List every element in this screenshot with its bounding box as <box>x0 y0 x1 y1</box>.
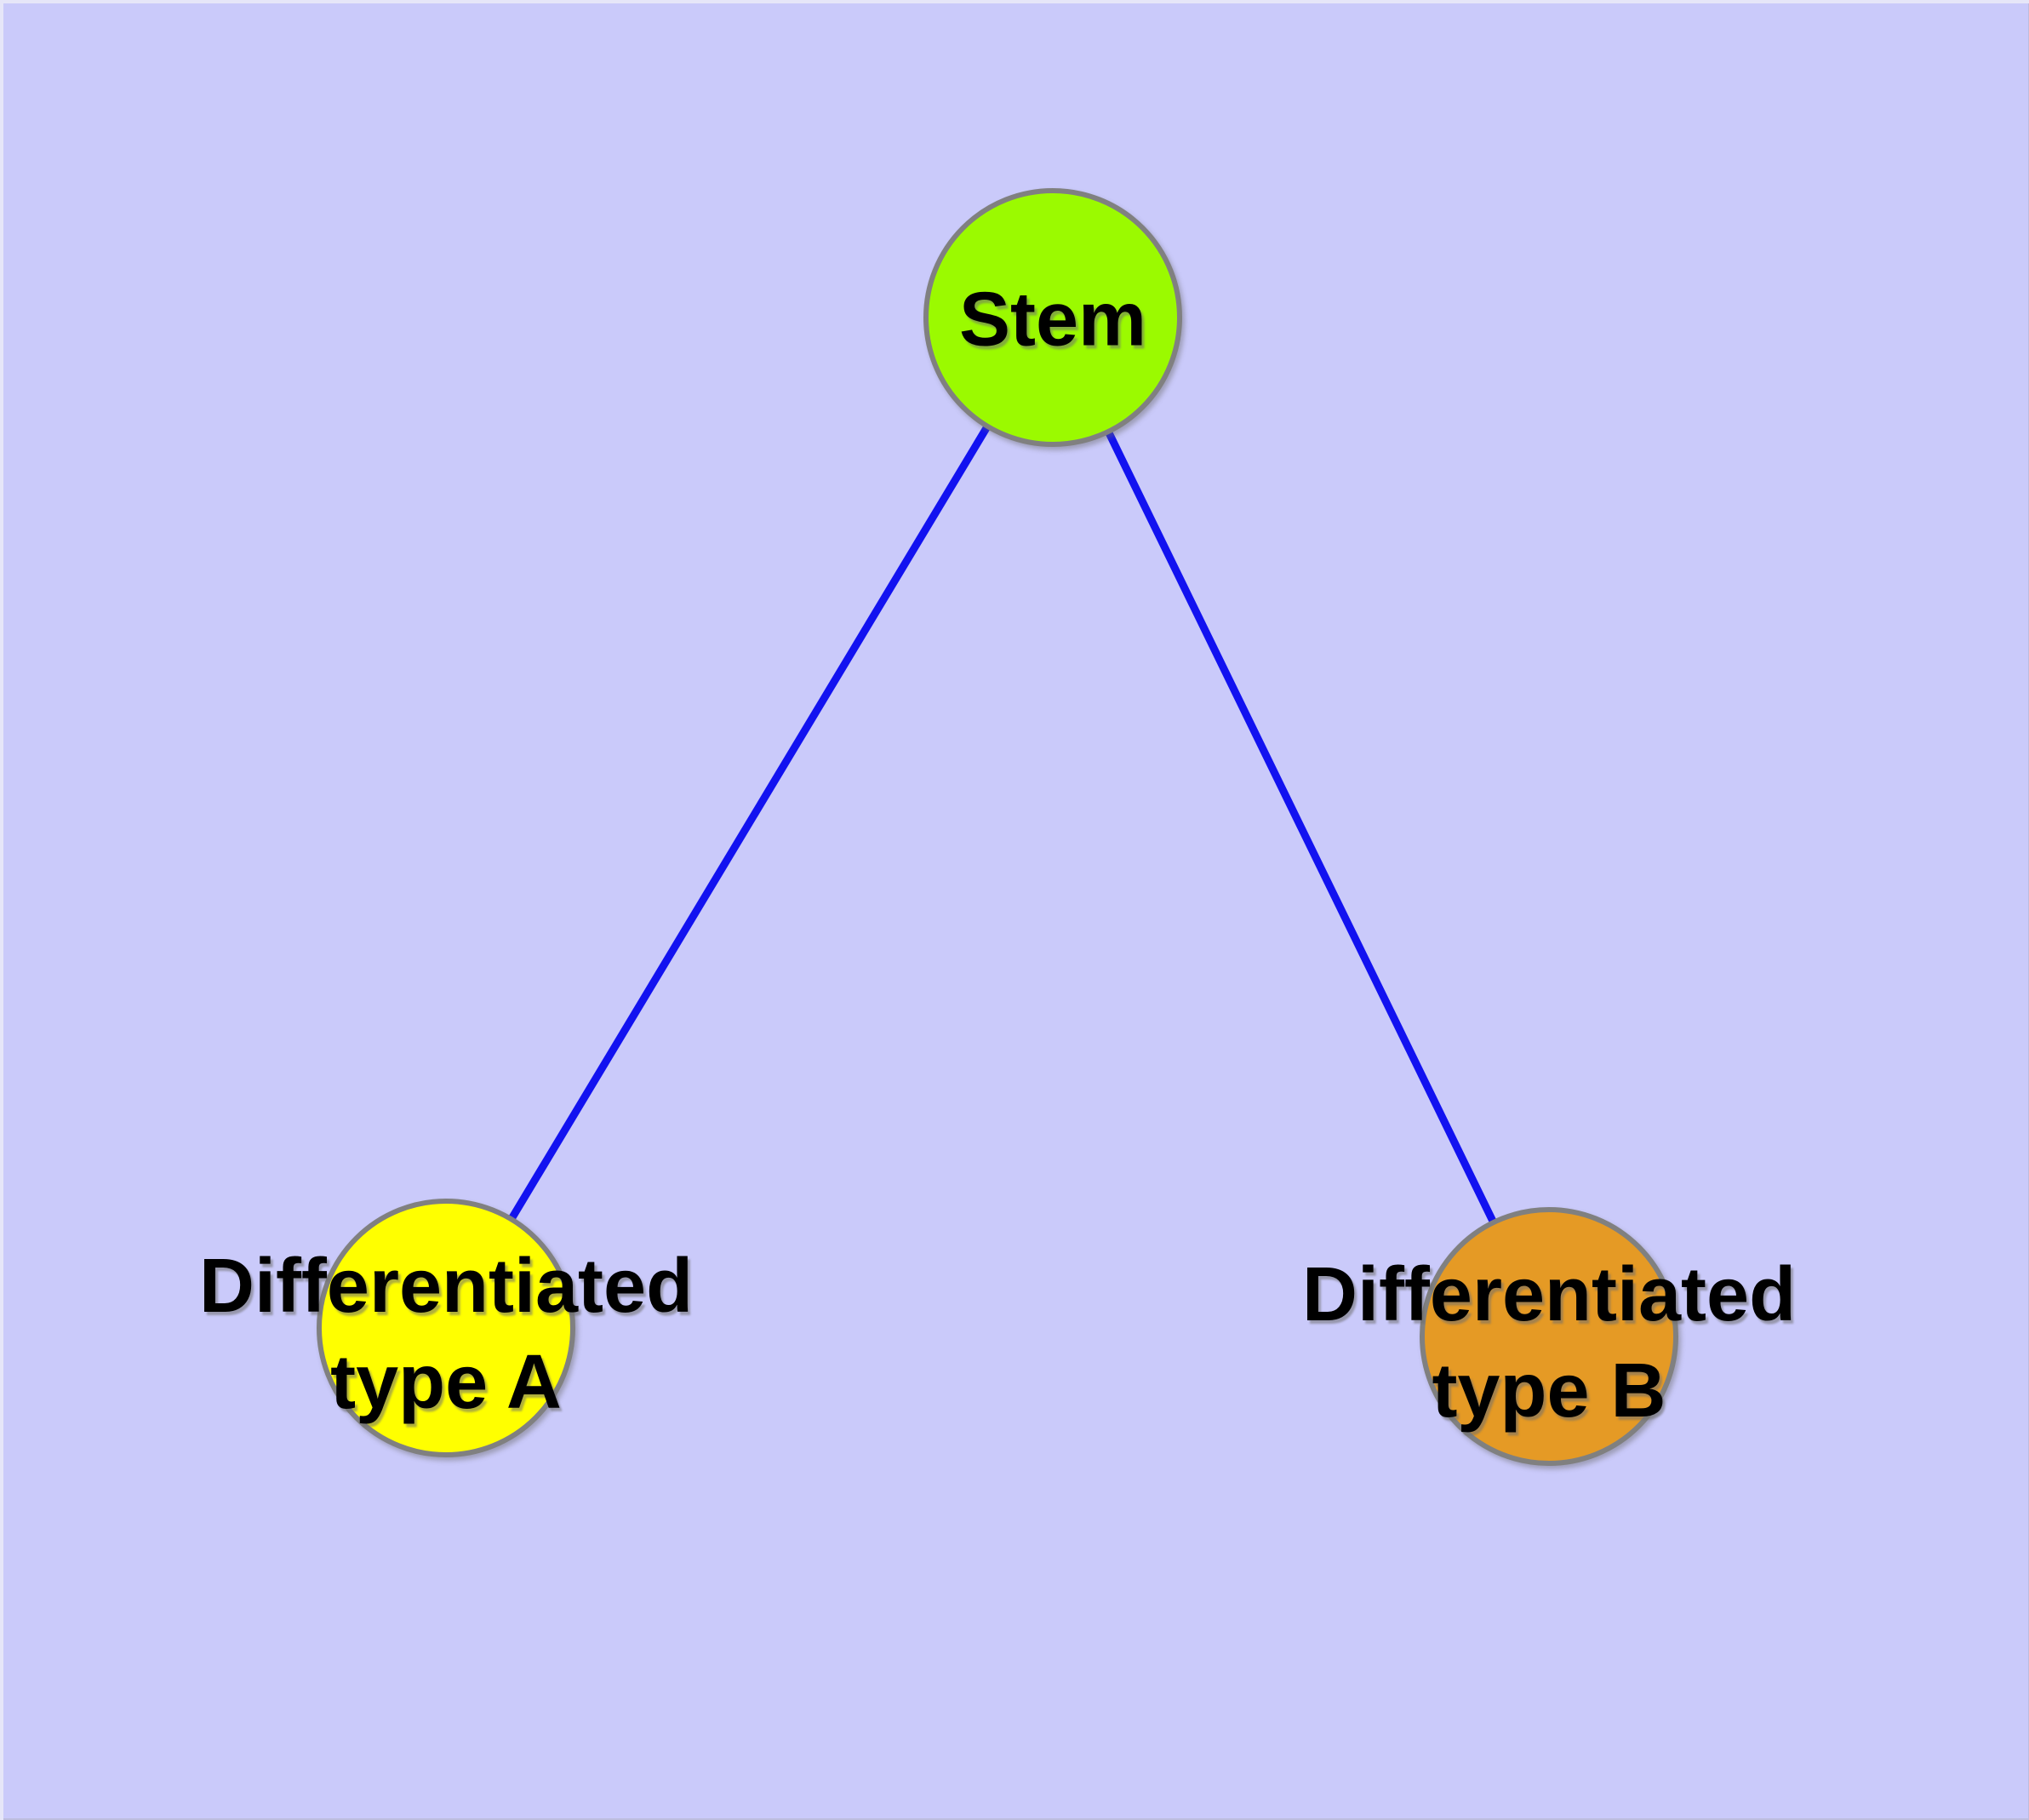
node-differentiated-type-b <box>1420 1207 1678 1466</box>
edge-stem-to-type-a <box>443 315 1056 1331</box>
label-line: type A <box>330 1340 562 1425</box>
node-label-stem: Stem <box>959 272 1146 369</box>
label-line: Differentiated <box>1301 1252 1797 1337</box>
node-stem <box>923 188 1182 447</box>
label-line: Differentiated <box>198 1244 694 1329</box>
node-differentiated-type-a <box>317 1199 575 1457</box>
node-label-differentiated-type-a: Differentiated type A <box>199 1239 693 1431</box>
label-line: Stem <box>958 277 1147 363</box>
label-line: type B <box>1432 1348 1666 1434</box>
node-label-differentiated-type-b: Differentiated type B <box>1302 1247 1796 1439</box>
edge-stem-to-type-b <box>1049 316 1553 1338</box>
